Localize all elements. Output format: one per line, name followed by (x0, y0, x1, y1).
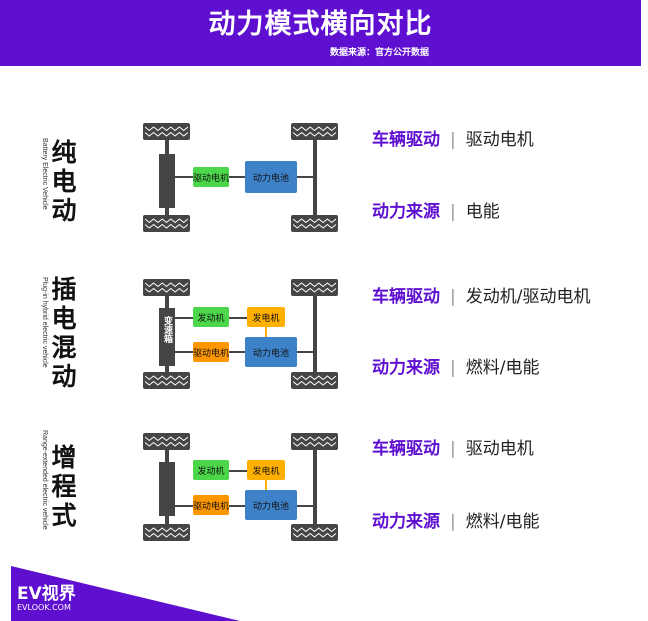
rear-axle (313, 296, 317, 372)
tire-icon (143, 215, 190, 232)
tire-icon (143, 524, 190, 541)
section-title: 插 电 混 动 (51, 275, 77, 391)
drive-row: 车辆驱动|驱动电机 (372, 130, 534, 150)
tire-icon (291, 279, 338, 296)
connector-line (229, 505, 245, 507)
generator-box: 发电机 (247, 460, 285, 480)
connector-line (297, 505, 313, 507)
data-source-note: 数据来源：官方公开数据 (330, 48, 430, 58)
gearbox (159, 308, 175, 366)
connector-line (265, 480, 267, 495)
motor-box: 驱动电机 (193, 495, 229, 515)
section-erev: Range-extended electric vehicle 增 程 式 发动… (0, 425, 648, 545)
connector-line (229, 351, 245, 353)
drive-value: 驱动电机 (465, 439, 534, 459)
section-phev: Plug-in hybrid electric vehicle 插 电 混 动 … (0, 272, 648, 392)
generator-box: 发电机 (247, 307, 285, 327)
connector-line (297, 351, 313, 353)
drive-value: 驱动电机 (465, 130, 534, 150)
battery-box: 动力电池 (245, 337, 297, 367)
section-subtitle: Plug-in hybrid electric vehicle (41, 277, 48, 368)
tire-icon (143, 433, 190, 450)
motor-box: 驱动电机 (193, 342, 229, 362)
drive-row: 车辆驱动|驱动电机 (372, 439, 534, 459)
connector-line (229, 317, 247, 319)
connector-line (175, 351, 193, 353)
rear-axle (313, 140, 317, 215)
section-subtitle: Battery Electric Vehicle (41, 138, 48, 210)
logo-url: EVLOOK.COM (17, 603, 71, 612)
tire-icon (291, 372, 338, 389)
header-banner: 动力模式横向对比 数据来源：官方公开数据 (0, 0, 641, 66)
page-title: 动力模式横向对比 (208, 9, 433, 40)
gearbox-label: 变速箱 (162, 316, 172, 343)
source-value: 电能 (465, 202, 500, 222)
drive-label: 车辆驱动 (372, 439, 440, 459)
logo-text: EV视界 (17, 584, 76, 604)
engine-box: 发动机 (193, 460, 229, 480)
battery-box: 动力电池 (245, 161, 297, 193)
connector-line (229, 470, 247, 472)
drive-label: 车辆驱动 (372, 130, 440, 150)
source-value: 燃料/电能 (465, 358, 540, 378)
tire-icon (143, 279, 190, 296)
tire-icon (291, 433, 338, 450)
source-label: 动力来源 (372, 512, 440, 532)
tire-icon (291, 123, 338, 140)
drive-unit (159, 462, 175, 516)
source-label: 动力来源 (372, 358, 440, 378)
section-subtitle: Range-extended electric vehicle (41, 430, 48, 530)
source-value: 燃料/电能 (465, 512, 540, 532)
section-title: 增 程 式 (51, 443, 77, 530)
source-row: 动力来源|电能 (372, 202, 500, 222)
source-row: 动力来源|燃料/电能 (372, 512, 540, 532)
tire-icon (143, 123, 190, 140)
drive-unit (159, 154, 175, 208)
battery-box: 动力电池 (245, 490, 297, 520)
connector-line (297, 176, 313, 178)
engine-box: 发动机 (193, 307, 229, 327)
source-label: 动力来源 (372, 202, 440, 222)
drive-label: 车辆驱动 (372, 287, 440, 307)
section-bev: Battery Electric Vehicle 纯 电 动 驱动电机 动力电池… (0, 118, 648, 238)
connector-line (175, 317, 193, 319)
connector-line (265, 327, 267, 341)
connector-line (229, 176, 245, 178)
drive-value: 发动机/驱动电机 (465, 287, 591, 307)
tire-icon (291, 215, 338, 232)
source-row: 动力来源|燃料/电能 (372, 358, 540, 378)
section-title: 纯 电 动 (51, 138, 77, 225)
tire-icon (143, 372, 190, 389)
motor-box: 驱动电机 (193, 167, 229, 187)
drive-row: 车辆驱动|发动机/驱动电机 (372, 287, 591, 307)
connector-line (175, 505, 193, 507)
tire-icon (291, 524, 338, 541)
connector-line (175, 176, 193, 178)
rear-axle (313, 450, 317, 524)
